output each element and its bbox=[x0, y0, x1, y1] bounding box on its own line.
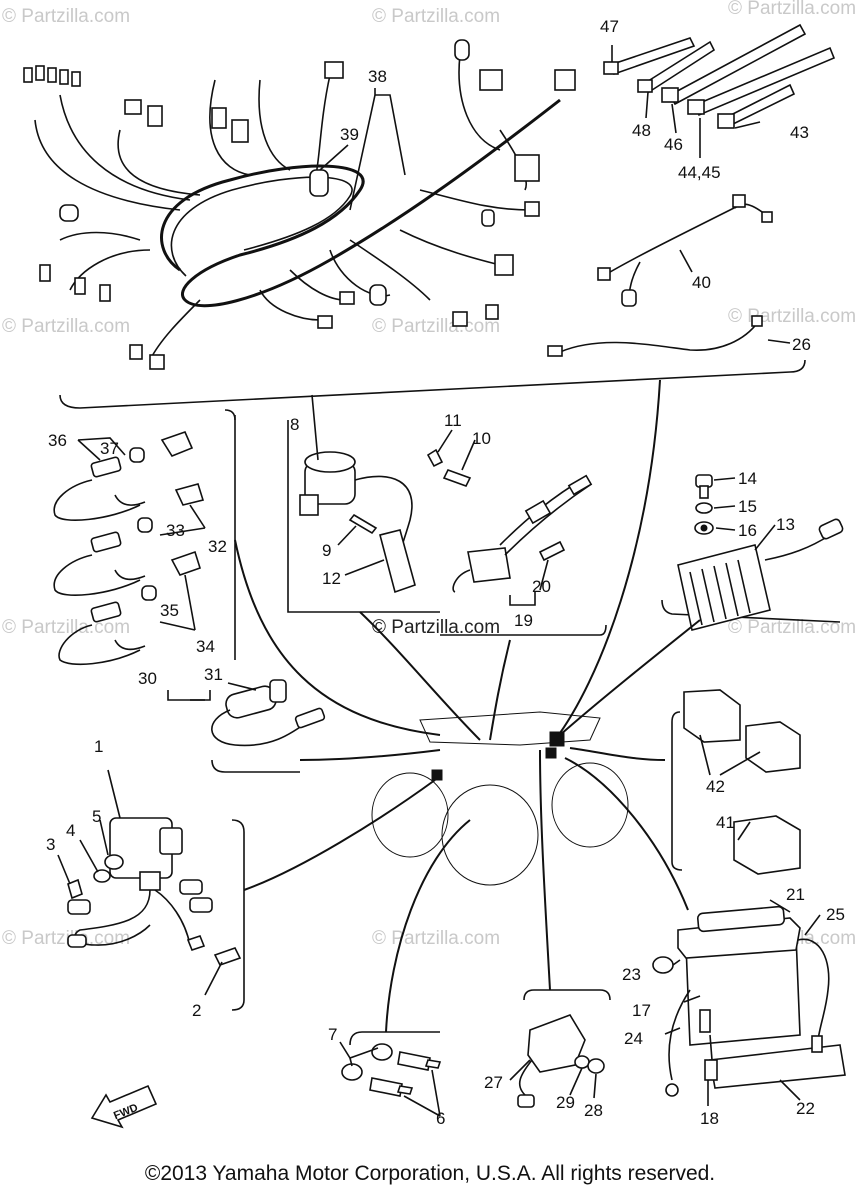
callout-29: 29 bbox=[556, 1093, 575, 1112]
callout-20: 20 bbox=[532, 577, 551, 596]
callout-41: 41 bbox=[716, 813, 735, 832]
callout-46: 46 bbox=[664, 135, 683, 154]
callout-27: 27 bbox=[484, 1073, 503, 1092]
callout-24: 24 bbox=[624, 1029, 643, 1048]
callout-23: 23 bbox=[622, 965, 641, 984]
callout-13: 13 bbox=[776, 515, 795, 534]
routing-lines bbox=[234, 379, 701, 1033]
callout-25: 25 bbox=[826, 905, 845, 924]
watermark: © Partzilla.com bbox=[2, 617, 130, 638]
callout-3: 3 bbox=[46, 835, 55, 854]
callout-12: 12 bbox=[322, 569, 341, 588]
watermark: © Partzilla.com bbox=[372, 928, 500, 949]
starter-switch bbox=[509, 989, 611, 1108]
watermark: © Partzilla.com bbox=[728, 617, 856, 638]
wiring-parts-diagram: © Partzilla.com © Partzilla.com © Partzi… bbox=[2, 0, 856, 1129]
watermark: © Partzilla.com bbox=[2, 316, 130, 337]
watermark: © Partzilla.com bbox=[728, 306, 856, 327]
callout-47: 47 bbox=[600, 17, 619, 36]
callout-38: 38 bbox=[368, 67, 387, 86]
harness-leaders bbox=[319, 88, 406, 211]
fittings bbox=[339, 1031, 442, 1117]
callout-35: 35 bbox=[160, 601, 179, 620]
callout-5: 5 bbox=[92, 807, 101, 826]
callout-10: 10 bbox=[472, 429, 491, 448]
callout-7: 7 bbox=[328, 1025, 337, 1044]
vehicle-sketch bbox=[371, 711, 629, 886]
callout-6: 6 bbox=[436, 1109, 445, 1128]
callout-43: 43 bbox=[790, 123, 809, 142]
callout-30: 30 bbox=[138, 669, 157, 688]
watermark: © Partzilla.com bbox=[372, 316, 500, 337]
battery bbox=[652, 899, 846, 1106]
callout-33: 33 bbox=[166, 521, 185, 540]
callout-34: 34 bbox=[196, 637, 215, 656]
callout-48: 48 bbox=[632, 121, 651, 140]
callout-18: 18 bbox=[700, 1109, 719, 1128]
callout-14: 14 bbox=[738, 469, 757, 488]
ignition-coil bbox=[287, 394, 476, 613]
sensor-leads bbox=[53, 409, 236, 666]
watermark: © Partzilla.com bbox=[2, 6, 130, 27]
wire-harness bbox=[23, 39, 576, 370]
cable-ties bbox=[603, 23, 836, 158]
top-group-bracket bbox=[59, 359, 806, 409]
callout-42: 42 bbox=[706, 777, 725, 796]
callout-19: 19 bbox=[514, 611, 533, 630]
callout-31: 31 bbox=[204, 665, 223, 684]
callout-22: 22 bbox=[796, 1099, 815, 1118]
callout-39: 39 bbox=[340, 125, 359, 144]
callout-28: 28 bbox=[584, 1101, 603, 1120]
starter-relay bbox=[440, 474, 607, 636]
callout-9: 9 bbox=[322, 541, 331, 560]
callout-40: 40 bbox=[692, 273, 711, 292]
watermark: © Partzilla.com bbox=[728, 0, 856, 19]
callout-37: 37 bbox=[100, 439, 119, 458]
callout-16: 16 bbox=[738, 521, 757, 540]
callout-11: 11 bbox=[444, 411, 462, 430]
sub-lead bbox=[597, 194, 773, 307]
cdi-unit bbox=[57, 769, 245, 1011]
callout-36: 36 bbox=[48, 431, 67, 450]
center-watermark: © Partzilla.com bbox=[372, 617, 500, 638]
callout-21: 21 bbox=[786, 885, 805, 904]
callout-2: 2 bbox=[192, 1001, 201, 1020]
rectifier-regulator bbox=[661, 474, 844, 631]
callout-17: 17 bbox=[632, 1001, 651, 1020]
watermark: © Partzilla.com bbox=[372, 6, 500, 27]
fwd-arrow: FWD bbox=[90, 1084, 158, 1129]
callout-26: 26 bbox=[792, 335, 811, 354]
copyright-notice: ©2013 Yamaha Motor Corporation, U.S.A. A… bbox=[144, 1162, 716, 1185]
callout-4: 4 bbox=[66, 821, 75, 840]
callout-8: 8 bbox=[290, 415, 299, 434]
terminal-covers bbox=[671, 689, 801, 875]
lead-26 bbox=[547, 315, 791, 357]
watermark: © Partzilla.com bbox=[2, 928, 130, 949]
callout-15: 15 bbox=[738, 497, 757, 516]
callout-1: 1 bbox=[94, 737, 103, 756]
callout-44-45: 44,45 bbox=[678, 163, 721, 182]
callout-32: 32 bbox=[208, 537, 227, 556]
watermarks: © Partzilla.com © Partzilla.com © Partzi… bbox=[2, 0, 856, 949]
neutral-switch bbox=[167, 679, 326, 773]
